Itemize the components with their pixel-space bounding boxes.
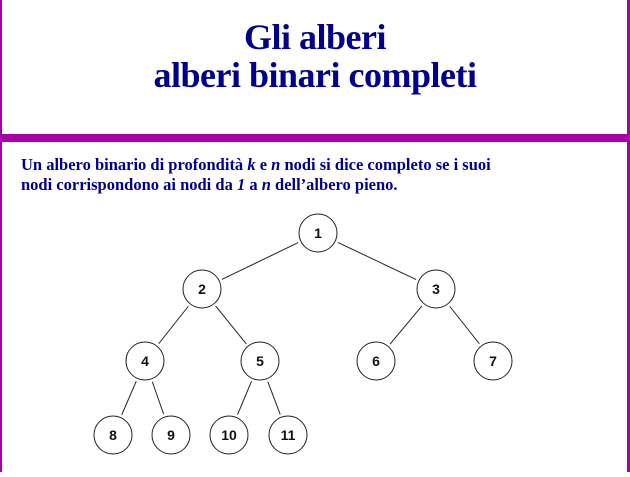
- tree-edge-4-9: [151, 381, 165, 415]
- tree-node-8: 8: [93, 415, 133, 455]
- tree-edge-1-2: [221, 242, 299, 280]
- tree-node-circle: [151, 415, 191, 455]
- tree-node-label: 6: [372, 353, 380, 369]
- tree-edge-2-5: [215, 305, 247, 345]
- tree-node-7: 7: [473, 341, 513, 381]
- tree-node-11: 11: [268, 415, 308, 455]
- tree-node-label: 3: [432, 281, 440, 297]
- tree-node-circle: [473, 341, 513, 381]
- tree-node-circle: [298, 213, 338, 253]
- tree-node-circle: [125, 341, 165, 381]
- title-divider: [0, 134, 630, 142]
- tree-node-label: 8: [109, 427, 117, 443]
- slide-subtitle: alberi binari completi: [153, 55, 477, 95]
- tree-node-3: 3: [416, 269, 456, 309]
- right-border: [627, 0, 630, 472]
- tree-node-5: 5: [240, 341, 280, 381]
- tree-node-2: 2: [182, 269, 222, 309]
- tree-edge-5-11: [267, 381, 281, 415]
- tree-node-label: 9: [167, 427, 175, 443]
- tree-node-6: 6: [356, 341, 396, 381]
- tree-node-circle: [268, 415, 308, 455]
- definition-line-1: Un albero binario di profondità k e n no…: [21, 155, 491, 174]
- tree-edge-1-3: [337, 241, 417, 281]
- tree-node-circle: [240, 341, 280, 381]
- tree-node-circle: [416, 269, 456, 309]
- tree-edge-2-4: [158, 305, 189, 345]
- tree-node-label: 5: [256, 353, 264, 369]
- tree-edge-5-10: [237, 381, 252, 415]
- tree-node-9: 9: [151, 415, 191, 455]
- tree-node-circle: [93, 415, 133, 455]
- slide-title: Gli alberi: [244, 17, 387, 57]
- tree-node-label: 11: [281, 427, 296, 443]
- tree-edge-4-8: [121, 380, 137, 416]
- tree-node-4: 4: [125, 341, 165, 381]
- tree-node-1: 1: [298, 213, 338, 253]
- tree-node-circle: [356, 341, 396, 381]
- tree-edge-3-7: [449, 305, 480, 345]
- tree-node-label: 2: [198, 281, 206, 297]
- tree-node-label: 10: [221, 427, 237, 443]
- tree-edge-3-6: [389, 305, 423, 345]
- definition-line-2: nodi corrispondono ai nodi da 1 a n dell…: [21, 175, 398, 194]
- tree-node-label: 7: [489, 353, 497, 369]
- tree-node-label: 1: [314, 225, 322, 241]
- tree-node-10: 10: [209, 415, 249, 455]
- tree-node-circle: [209, 415, 249, 455]
- definition-text: Un albero binario di profondità k e n no…: [21, 155, 621, 195]
- tree-node-label: 4: [141, 353, 149, 369]
- left-border: [0, 0, 2, 472]
- tree-node-circle: [182, 269, 222, 309]
